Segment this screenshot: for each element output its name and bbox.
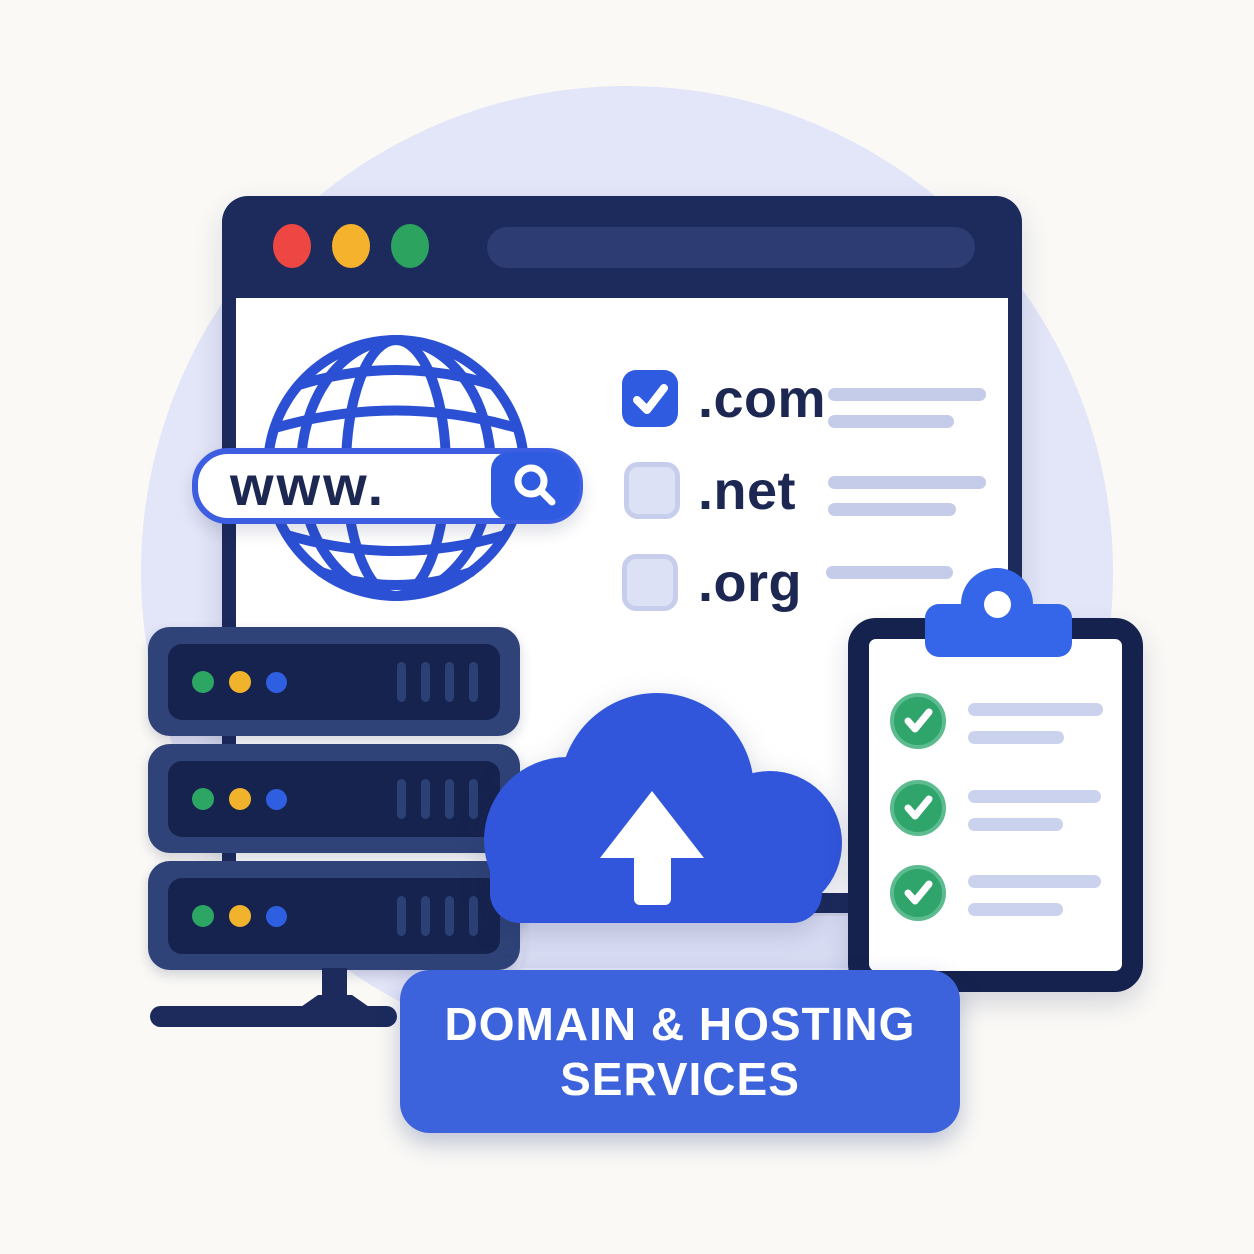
- monitor-stand-base: [150, 1006, 397, 1027]
- led-yellow-icon: [229, 788, 251, 810]
- checklist-placeholder-lines: [968, 780, 1101, 831]
- checklist-item: [890, 780, 1101, 836]
- server-vents: [397, 662, 478, 702]
- led-green-icon: [192, 905, 214, 927]
- led-green-icon: [192, 671, 214, 693]
- server-leds: [192, 905, 287, 927]
- server-unit-2: [148, 744, 520, 853]
- server-panel: [168, 644, 500, 720]
- server-vents: [397, 779, 478, 819]
- checkbox-com[interactable]: [622, 370, 678, 427]
- server-unit-1: [148, 627, 520, 736]
- server-panel: [168, 878, 500, 954]
- search-input-text[interactable]: www.: [230, 454, 387, 517]
- placeholder-lines-net: [828, 476, 986, 516]
- traffic-light-red-icon[interactable]: [273, 224, 311, 268]
- upload-arrow-icon: [600, 791, 704, 905]
- led-green-icon: [192, 788, 214, 810]
- check-icon: [633, 383, 668, 414]
- led-blue-icon: [266, 788, 287, 810]
- led-yellow-icon: [229, 671, 251, 693]
- check-circle-icon: [890, 693, 946, 749]
- check-circle-icon: [890, 865, 946, 921]
- checklist-item: [890, 693, 1103, 749]
- server-unit-3: [148, 861, 520, 970]
- server-leds: [192, 788, 287, 810]
- address-bar[interactable]: [487, 227, 975, 268]
- check-circle-icon: [890, 780, 946, 836]
- browser-titlebar: [222, 196, 1022, 298]
- led-yellow-icon: [229, 905, 251, 927]
- domain-label-net: .net: [698, 461, 797, 521]
- domain-label-org: .org: [698, 553, 802, 613]
- banner-line-2: SERVICES: [560, 1052, 800, 1105]
- title-banner: DOMAIN & HOSTING SERVICES: [400, 970, 960, 1133]
- checkbox-net[interactable]: [624, 462, 680, 519]
- led-blue-icon: [266, 905, 287, 927]
- monitor-stand-neck: [322, 968, 347, 1000]
- placeholder-lines-org: [826, 566, 953, 579]
- checkbox-org[interactable]: [622, 554, 678, 611]
- server-vents: [397, 896, 478, 936]
- server-panel: [168, 761, 500, 837]
- monitor-stand-foot: [298, 995, 372, 1009]
- search-button[interactable]: [491, 452, 579, 520]
- placeholder-lines-com: [828, 388, 986, 428]
- domain-search-bar[interactable]: www.: [192, 448, 583, 524]
- traffic-light-yellow-icon[interactable]: [332, 224, 370, 268]
- checklist-placeholder-lines: [968, 865, 1101, 916]
- domain-label-com: .com: [698, 369, 827, 429]
- magnifier-icon: [514, 464, 556, 506]
- server-leds: [192, 671, 287, 693]
- checklist-item: [890, 865, 1101, 921]
- traffic-light-green-icon[interactable]: [391, 224, 429, 268]
- banner-line-1: DOMAIN & HOSTING: [444, 997, 916, 1050]
- cloud-upload-icon: [480, 693, 845, 923]
- led-blue-icon: [266, 671, 287, 693]
- clipboard-clip-hole: [984, 591, 1011, 618]
- clipboard: [848, 618, 1143, 992]
- checklist-placeholder-lines: [968, 693, 1103, 744]
